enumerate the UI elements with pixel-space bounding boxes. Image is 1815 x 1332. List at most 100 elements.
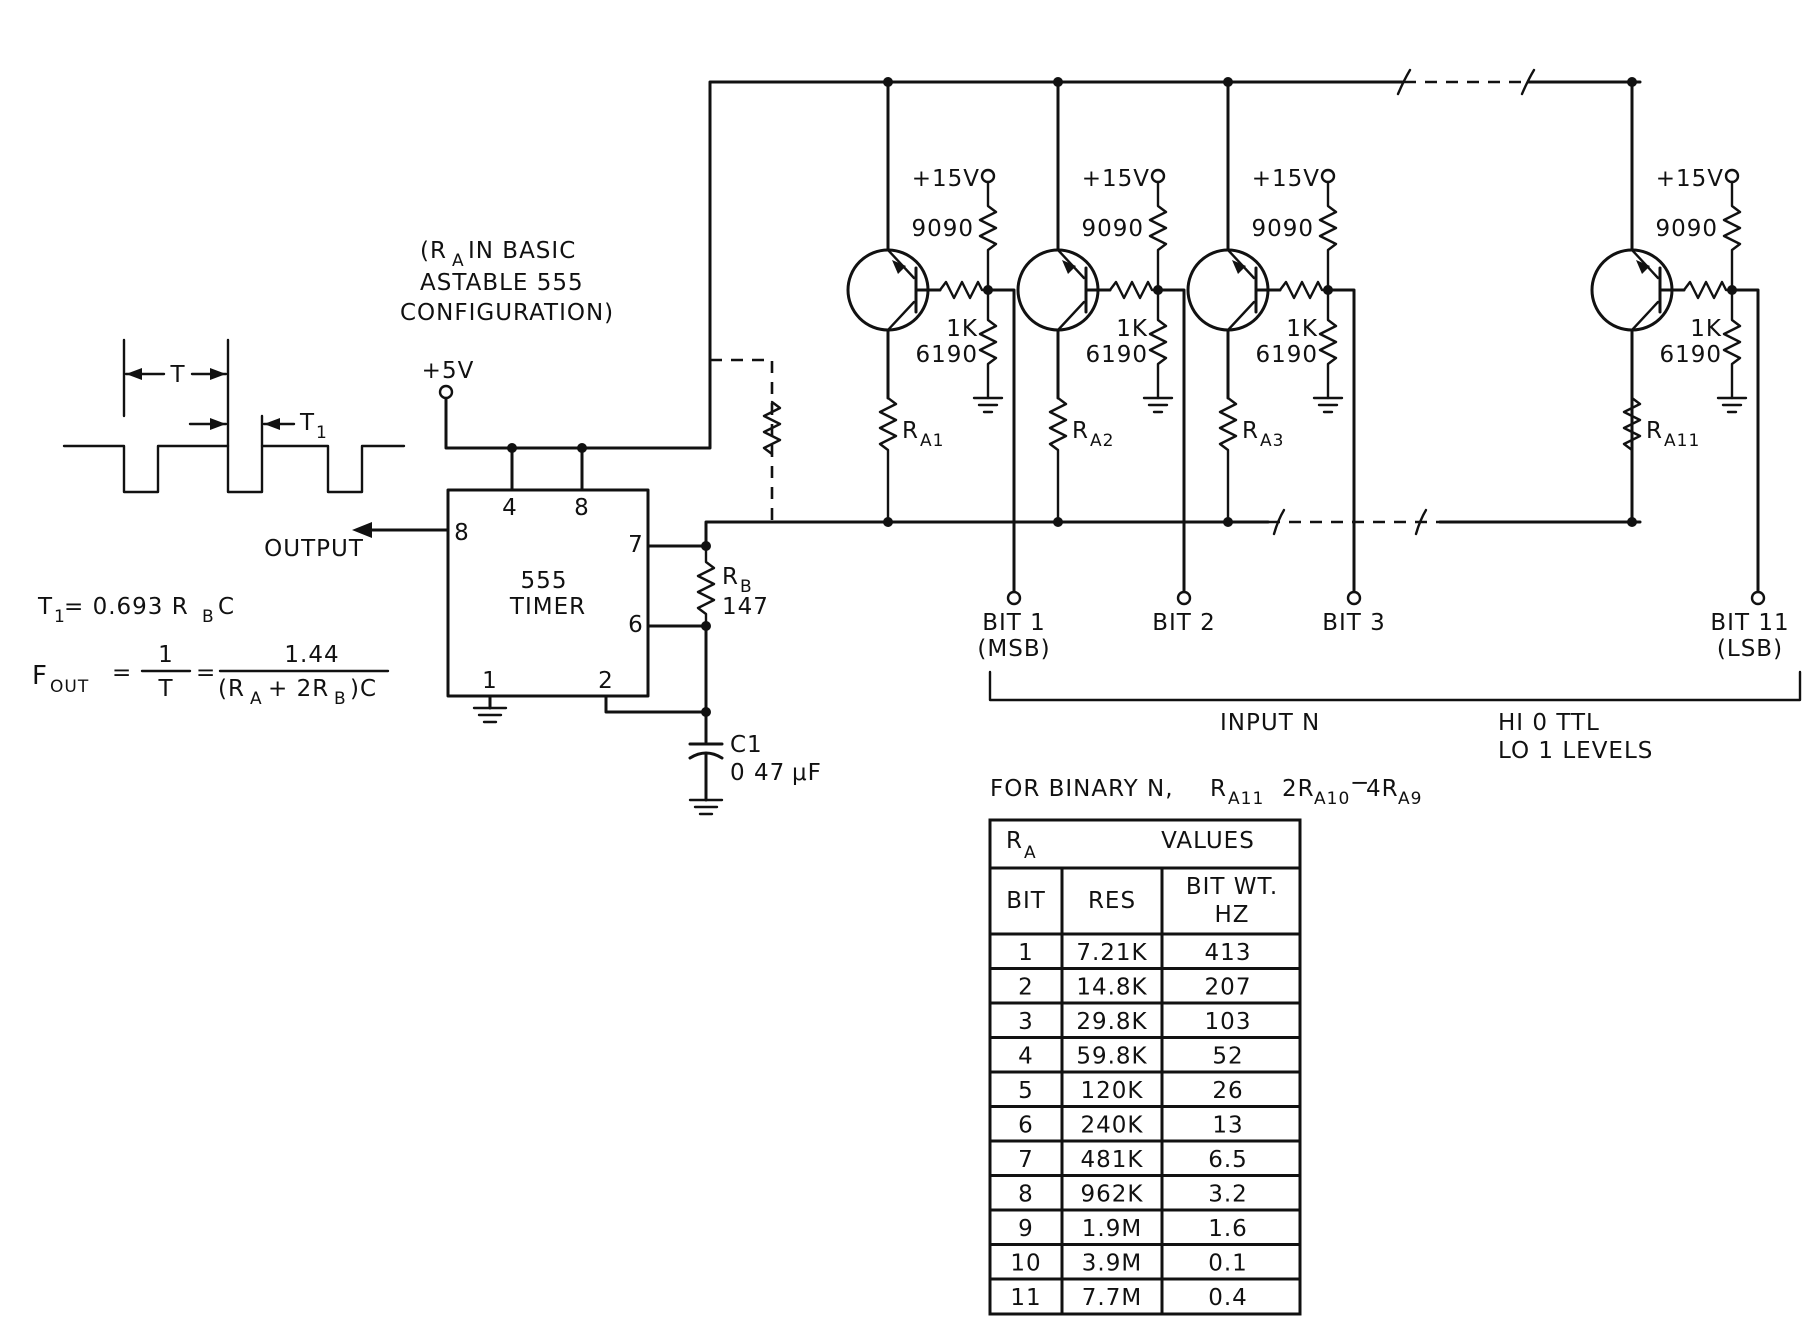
table-cell: 120K <box>1081 1078 1144 1104</box>
t1-arrowhead-left <box>210 418 226 430</box>
table-cell: 6.5 <box>1208 1147 1248 1173</box>
resistor-9090 <box>1318 180 1338 292</box>
table-border <box>988 818 1302 1316</box>
table-cell: 481K <box>1081 1147 1144 1173</box>
r-top-label: 9090 <box>1655 216 1718 242</box>
r-base-label: 1K <box>1286 316 1318 342</box>
table-cell: 1.9M <box>1082 1216 1142 1242</box>
period-arrowhead-right <box>210 368 226 380</box>
transistor-collector <box>1056 300 1086 332</box>
resistor-1k <box>938 280 990 300</box>
table-cell: 962K <box>1081 1182 1144 1208</box>
table-cell: 29.8K <box>1076 1009 1147 1035</box>
ground-symbol <box>972 396 1004 414</box>
bit-input-terminal[interactable] <box>1176 590 1192 606</box>
pin-6-label: 6 <box>628 612 644 638</box>
table-cell: 103 <box>1205 1009 1252 1035</box>
binary-note-r1-sub: A11 <box>1228 789 1264 809</box>
table-cell: 413 <box>1205 940 1252 966</box>
top-rail-break-mark-1 <box>1396 68 1412 96</box>
resistor-rb <box>696 544 716 628</box>
pin-8-top-label: 8 <box>574 495 590 521</box>
table-header-hz: HZ <box>1214 902 1249 928</box>
resistor-1k <box>1278 280 1330 300</box>
ra-label-sub: A1 <box>920 431 944 451</box>
plus15v-terminal <box>1724 168 1740 184</box>
bit-label-2: (MSB) <box>977 636 1050 662</box>
t1-arrowhead-right <box>264 418 280 430</box>
bit-input-wire <box>986 288 1016 594</box>
pin-2-label: 2 <box>598 668 614 694</box>
bit-input-wire <box>1326 288 1356 594</box>
table-header-res: RES <box>1088 888 1136 914</box>
ra-note-line1-a: (R <box>420 238 447 264</box>
bit-label: BIT 11 <box>1710 610 1789 636</box>
formula-one: 1 <box>158 642 174 668</box>
resistor-ra <box>1622 396 1642 524</box>
plus15v-terminal <box>980 168 996 184</box>
table-cell: 3.9M <box>1082 1251 1142 1277</box>
formula-den-a: (R <box>218 676 245 702</box>
junction-pin6 <box>701 621 711 631</box>
table-cell: 240K <box>1081 1113 1144 1139</box>
dashed-ra-wire <box>710 358 774 522</box>
output-arrowhead <box>352 522 372 538</box>
junction-pin2 <box>701 707 711 717</box>
ra-note-line1-b: IN BASIC <box>468 238 576 264</box>
ra-label-sub: A2 <box>1090 431 1114 451</box>
table-title-r: R <box>1006 828 1023 854</box>
plus15v-label: +15V <box>1252 166 1320 192</box>
bit-input-terminal[interactable] <box>1346 590 1362 606</box>
table-cell: 3 <box>1018 1009 1034 1035</box>
ra-note-line2: ASTABLE 555 <box>420 270 584 296</box>
output-waveform <box>62 444 406 494</box>
pin-4-label: 4 <box>502 495 518 521</box>
formula-t1-lhs: T <box>37 594 53 620</box>
ra-label: R <box>1242 418 1259 444</box>
resistor-9090 <box>1722 180 1742 292</box>
ra-label-sub: A11 <box>1664 431 1700 451</box>
emitter-arrow <box>892 260 906 274</box>
table-row: 3 29.8K 103 <box>990 1001 1300 1035</box>
emitter-arrow <box>1062 260 1076 274</box>
resistor-6190 <box>1722 288 1742 400</box>
input-n-label: INPUT N <box>1220 710 1320 736</box>
formula-den-b-sub: B <box>334 689 347 709</box>
r-top-label: 9090 <box>911 216 974 242</box>
formula-t1-rhs: = 0.693 R <box>64 594 189 620</box>
ground-symbol <box>1142 396 1174 414</box>
formula-eq2: = <box>196 660 216 686</box>
resistor-6190 <box>978 288 998 400</box>
r-top-label: 9090 <box>1251 216 1314 242</box>
resistor-1k <box>1682 280 1734 300</box>
timer-555-body <box>446 488 650 698</box>
r-base-label: 1K <box>946 316 978 342</box>
period-label: T <box>169 362 185 388</box>
dashed-ra-resistor <box>762 400 782 456</box>
resistor-6190 <box>1318 288 1338 400</box>
resistor-ra <box>1048 396 1068 524</box>
resistor-ra <box>1218 396 1238 524</box>
wire-pin6 <box>646 624 708 714</box>
c1-unit: μF <box>792 760 822 786</box>
rb-label-sub: B <box>740 577 753 597</box>
t1-label: T <box>299 410 315 436</box>
bit-input-terminal[interactable] <box>1750 590 1766 606</box>
formula-t1-rhs-sub: B <box>202 607 215 627</box>
resistor-9090 <box>1148 180 1168 292</box>
transistor-collector <box>1226 300 1256 332</box>
ra-label: R <box>902 418 919 444</box>
output-label: OUTPUT <box>264 536 364 562</box>
ra-label: R <box>1646 418 1663 444</box>
binary-note-r3-sub: A9 <box>1398 789 1422 809</box>
bit-input-terminal[interactable] <box>1006 590 1022 606</box>
